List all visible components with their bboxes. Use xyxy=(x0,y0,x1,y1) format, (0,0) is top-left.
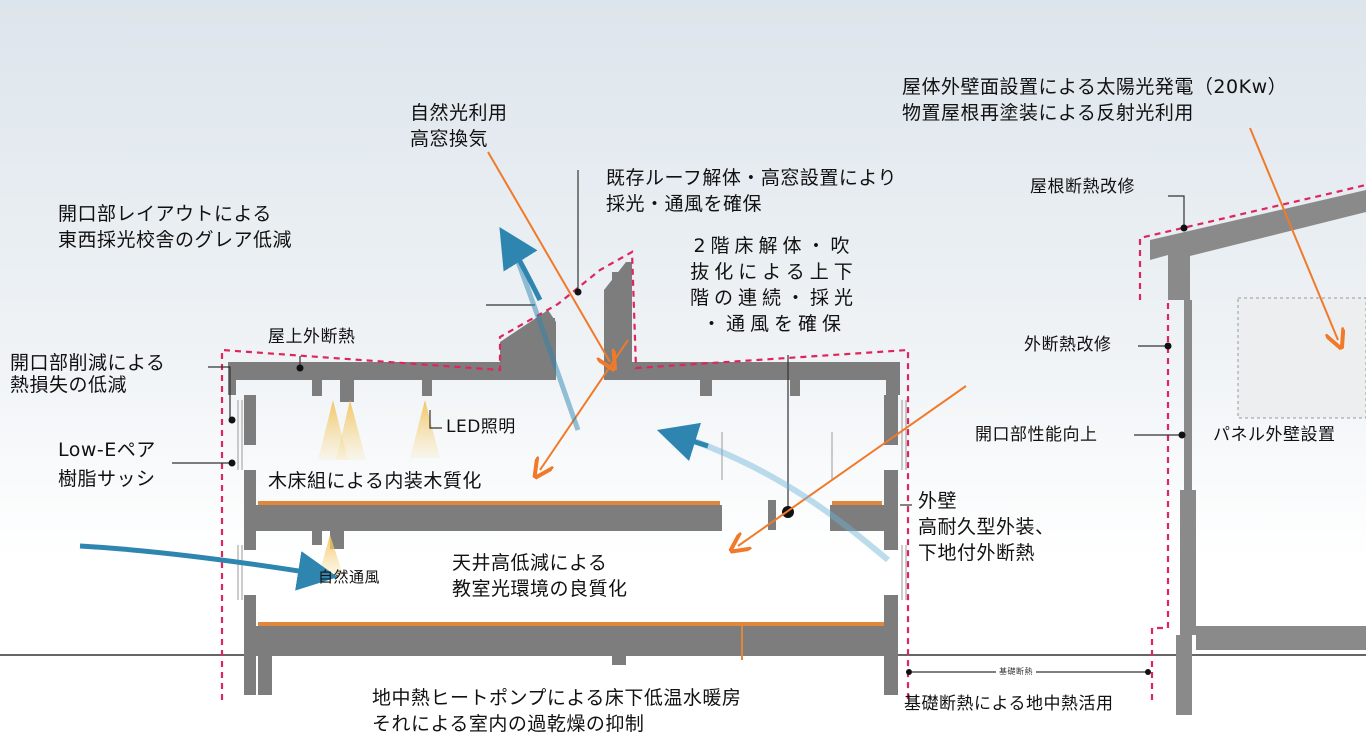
clerestory-frame xyxy=(545,318,555,332)
main-building xyxy=(228,262,900,695)
floor-heating-second xyxy=(258,501,720,505)
label-foundation-small: 基礎断熱 xyxy=(996,667,1036,677)
label-glare-reduction: 開口部レイアウトによる東西採光校舎のグレア低減 xyxy=(58,203,293,251)
second-floor-slab-right xyxy=(830,505,898,531)
label-roof-removal: 既存ルーフ解体・高窓設置により採光・通風を確保 xyxy=(606,167,897,215)
label-floor-removal: 2階床解体・吹抜化による上下 階の連続・採光・通風を確保 xyxy=(690,235,859,335)
footing-left xyxy=(258,655,272,695)
insulation-line xyxy=(220,183,1366,700)
label-geothermal: 地中熱ヒートポンプによる床下低温水暖房それによる室内の過乾燥の抑制 xyxy=(372,687,742,735)
label-wooden-floor: 木床組による内装木質化 xyxy=(268,470,482,492)
airflow-arrows xyxy=(79,227,890,591)
label-rooftop-insulation: 屋上外断熱 xyxy=(268,327,356,347)
ground-floor-slab xyxy=(244,626,898,656)
label-foundation-geothermal: 基礎断熱による地中熱活用 xyxy=(904,694,1114,714)
floor-heating-ground xyxy=(258,622,884,626)
label-low-e: Low-Eペア樹脂サッシ xyxy=(58,439,156,490)
label-opening-performance: 開口部性能向上 xyxy=(975,425,1098,445)
void-column xyxy=(768,500,776,530)
right-wall-upper xyxy=(884,395,898,445)
roof-slab-right xyxy=(604,262,900,395)
label-natural-ventilation: 自然通風 xyxy=(318,568,381,586)
left-wall-upper xyxy=(244,395,256,445)
leader-lines xyxy=(172,170,1185,673)
label-solar: 屋体外壁面設置による太陽光発電（20Kw）物置屋根再塗装による反射光利用 xyxy=(902,76,1288,124)
roof-slab-left xyxy=(228,310,556,395)
second-floor-slab xyxy=(244,505,722,531)
clerestory-window-right xyxy=(612,272,618,362)
label-panel-wall: パネル外壁設置 xyxy=(1213,425,1336,445)
right-building xyxy=(1150,190,1366,715)
label-led: LED照明 xyxy=(446,417,516,437)
window-sashes xyxy=(237,400,907,600)
right-roof xyxy=(1150,190,1366,300)
label-roof-insulation: 屋根断熱改修 xyxy=(1030,177,1135,197)
label-ceiling-height: 天井高低減による教室光環境の良質化 xyxy=(452,552,628,600)
light-arrows xyxy=(487,127,1338,546)
label-natural-light: 自然光利用高窓換気 xyxy=(410,102,508,150)
label-opening-reduction: 開口部削減による熱損失の低減 xyxy=(10,352,166,396)
label-outer-insulation: 外断熱改修 xyxy=(1024,335,1112,355)
label-exterior-wall: 外壁高耐久型外装、下地付外断熱 xyxy=(918,490,1055,564)
solar-panel-wall xyxy=(1237,297,1366,419)
footing-mid xyxy=(612,655,626,665)
